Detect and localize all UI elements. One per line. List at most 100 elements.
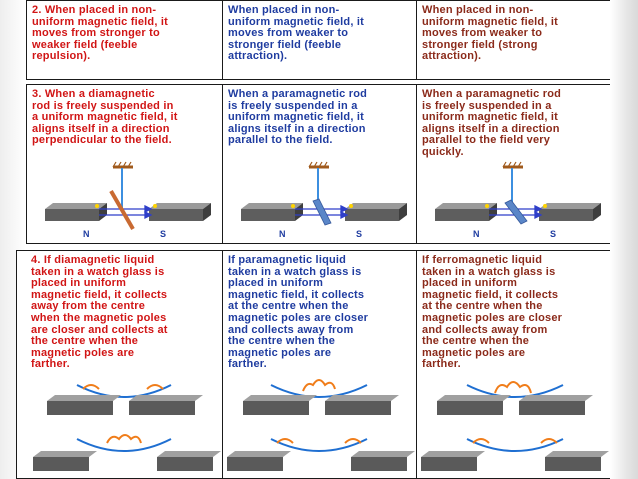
text-line: the centre when the	[228, 335, 336, 348]
text-line: When a paramagnetic rod	[422, 88, 562, 100]
text-line: taken in a watch glass is	[228, 265, 362, 278]
south-pole-label: S	[160, 229, 166, 239]
right-page-shadow	[610, 0, 638, 479]
text-line: the centre when the	[422, 335, 530, 348]
row2-para-text: When placed in non- uniform magnetic fie…	[228, 4, 413, 63]
text-line: are closer and collects at	[31, 323, 168, 336]
row4-dia-text: 4. If diamagnetic liquid taken in a watc…	[31, 254, 219, 371]
ferromagnetic-rod	[504, 199, 528, 225]
watch-glass-farther	[466, 438, 564, 452]
suspension-support-icon	[112, 161, 133, 169]
pole-marker-dot	[153, 204, 157, 208]
text-line: moves from weaker to	[422, 27, 543, 40]
text-line: magnetic poles are	[228, 346, 332, 359]
suspension-support-icon	[502, 161, 523, 169]
text-line: at the centre when the	[228, 300, 349, 313]
text-line: farther.	[31, 358, 70, 371]
text-line: If ferromagnetic liquid	[422, 254, 543, 266]
text-line: stronger field (strong	[422, 38, 538, 51]
row2-para-cell: When placed in non- uniform magnetic fie…	[222, 0, 417, 80]
text-line: magnetic poles are	[31, 346, 135, 359]
text-line: parallel to the field very	[422, 134, 551, 147]
text-line: rod is freely suspended in	[32, 99, 174, 112]
text-line: is freely suspended in a	[422, 99, 552, 112]
text-line: taken in a watch glass is	[31, 265, 165, 278]
row2-ferro-text: When placed in non- uniform magnetic fie…	[422, 4, 607, 63]
row4-para-cell: If paramagnetic liquid taken in a watch …	[222, 250, 417, 479]
text-line: moves from stronger to	[32, 27, 160, 40]
row3-dia-text: 3. When a diamagnetic rod is freely susp…	[32, 88, 219, 147]
text-line: magnetic poles are closer	[228, 311, 369, 324]
text-line: parallel to the field.	[228, 134, 333, 147]
north-pole-label: N	[279, 229, 286, 239]
watch-glass-farther	[270, 438, 368, 452]
row2-dia-cell: 2. When placed in non- uniform magnetic …	[26, 0, 223, 80]
watch-glass-closer	[270, 379, 368, 398]
text-line: moves from weaker to	[228, 27, 349, 40]
text-line: uniform magnetic field, it	[32, 15, 168, 28]
text-line: repulsion).	[32, 50, 91, 63]
text-line: placed in uniform	[228, 277, 324, 290]
text-line: magnetic poles are closer	[422, 311, 563, 324]
row3-ferro-text: When a paramagnetic rod is freely suspen…	[422, 88, 607, 159]
text-line: the centre when the	[31, 335, 139, 348]
text-line: magnetic field, it collects	[228, 288, 365, 301]
text-line: attraction).	[422, 50, 482, 63]
text-line: and collects away from	[422, 323, 548, 336]
text-line: farther.	[228, 358, 267, 371]
text-line: magnetic poles are	[422, 346, 526, 359]
ferromagnetic-liquid-figure	[421, 381, 609, 471]
text-line: quickly.	[422, 145, 464, 158]
text-line: uniform magnetic field, it	[422, 111, 558, 124]
diamagnetic-liquid-figure	[33, 384, 221, 471]
row2-ferro-cell: When placed in non- uniform magnetic fie…	[416, 0, 611, 80]
right-pole-piece	[539, 203, 601, 221]
poles-farther	[421, 451, 609, 471]
suspension-support-icon	[308, 161, 329, 169]
text-line: and collects away from	[228, 323, 354, 336]
text-line: 4. If diamagnetic liquid	[31, 254, 155, 266]
pole-marker-dot	[485, 204, 489, 208]
left-pole-piece	[45, 203, 107, 221]
poles-closer	[47, 395, 203, 415]
row3-para-cell: When a paramagnetic rod is freely suspen…	[222, 84, 417, 244]
text-line: perpendicular to the field.	[32, 134, 172, 147]
watch-glass-closer	[76, 384, 172, 398]
text-line: at the centre when the	[422, 300, 543, 313]
ferromagnetic-rod-figure: N S	[435, 161, 601, 239]
text-line: When placed in non-	[228, 4, 340, 16]
right-pole-piece	[345, 203, 407, 221]
text-line: placed in uniform	[422, 277, 518, 290]
text-line: stronger field (feeble	[228, 38, 342, 51]
paramagnetic-liquid-figure	[227, 379, 415, 471]
poles-farther	[227, 451, 415, 471]
text-line: aligns itself in a direction	[228, 122, 366, 135]
left-pole-piece	[435, 203, 497, 221]
row4-ferro-cell: If ferromagnetic liquid taken in a watch…	[416, 250, 611, 479]
left-pole-piece	[241, 203, 303, 221]
text-line: magnetic field, it collects	[31, 288, 168, 301]
text-line: When a paramagnetic rod	[228, 88, 368, 100]
text-line: placed in uniform	[31, 277, 127, 290]
text-line: 3. When a diamagnetic	[32, 88, 155, 100]
text-line: magnetic field, it collects	[422, 288, 559, 301]
poles-closer	[243, 395, 399, 415]
text-line: When placed in non-	[422, 4, 534, 16]
north-pole-label: N	[83, 229, 90, 239]
text-line: If paramagnetic liquid	[228, 254, 347, 266]
pole-marker-dot	[95, 204, 99, 208]
row4-ferro-text: If ferromagnetic liquid taken in a watch…	[422, 254, 607, 371]
diamagnetic-rod-figure: N S	[45, 161, 211, 239]
text-line: a uniform magnetic field, it	[32, 111, 178, 124]
diamagnetic-rod	[109, 189, 135, 231]
row3-dia-cell: 3. When a diamagnetic rod is freely susp…	[26, 84, 223, 244]
right-pole-piece	[149, 203, 211, 221]
north-pole-label: N	[473, 229, 480, 239]
text-line: when the magnetic poles	[31, 311, 167, 324]
text-line: aligns itself in a direction	[422, 122, 560, 135]
text-line: attraction).	[228, 50, 288, 63]
row4-para-text: If paramagnetic liquid taken in a watch …	[228, 254, 413, 371]
text-line: uniform magnetic field, it	[228, 15, 364, 28]
text-line: weaker field (feeble	[32, 38, 138, 51]
pole-marker-dot	[543, 204, 547, 208]
